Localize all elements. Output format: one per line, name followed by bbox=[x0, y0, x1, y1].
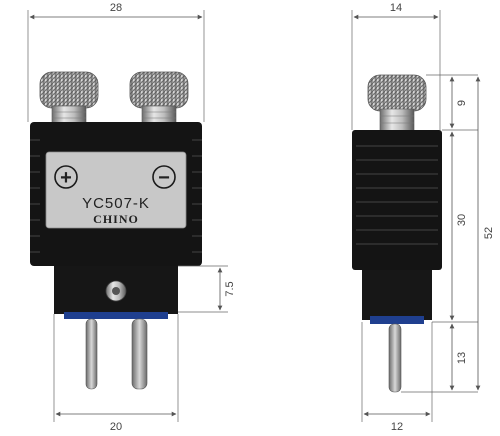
front-bottom-width-value: 20 bbox=[110, 421, 122, 433]
side-bottom-width-value: 12 bbox=[391, 421, 403, 433]
side-view: 14 bbox=[351, 2, 495, 433]
side-overall-height-dimension: 52 bbox=[475, 76, 495, 391]
front-neck bbox=[54, 266, 178, 319]
front-label-plate bbox=[45, 151, 187, 229]
side-pin bbox=[388, 323, 402, 393]
model-number: YC507-K bbox=[82, 195, 150, 212]
minus-symbol: − bbox=[158, 167, 170, 189]
side-pin-height-value: 13 bbox=[456, 352, 468, 364]
side-bottom-width-dimension: 12 bbox=[361, 322, 433, 433]
side-top-width-dimension: 14 bbox=[351, 2, 441, 130]
side-segment-dimensions: 9 30 13 bbox=[401, 74, 478, 393]
side-body bbox=[352, 130, 442, 324]
side-overall-height-value: 52 bbox=[483, 227, 495, 239]
front-body: + − YC507-K CHINO bbox=[30, 122, 202, 266]
front-pins bbox=[85, 318, 148, 390]
front-post-height-dimension: 7.5 bbox=[178, 265, 236, 313]
brand-name: CHINO bbox=[93, 212, 139, 226]
plus-symbol: + bbox=[60, 167, 72, 189]
front-knob-right bbox=[129, 71, 189, 125]
side-cap-height-value: 9 bbox=[456, 100, 468, 106]
front-top-width-dimension: 28 bbox=[27, 2, 205, 122]
front-knob-left bbox=[39, 71, 99, 125]
side-knob bbox=[367, 74, 427, 132]
front-bottom-width-dimension: 20 bbox=[53, 314, 179, 433]
side-top-width-value: 14 bbox=[390, 2, 402, 14]
side-body-height-value: 30 bbox=[456, 214, 468, 226]
front-view: 28 bbox=[27, 2, 236, 433]
front-top-width-value: 28 bbox=[110, 2, 122, 14]
front-post-height-value: 7.5 bbox=[224, 281, 236, 296]
